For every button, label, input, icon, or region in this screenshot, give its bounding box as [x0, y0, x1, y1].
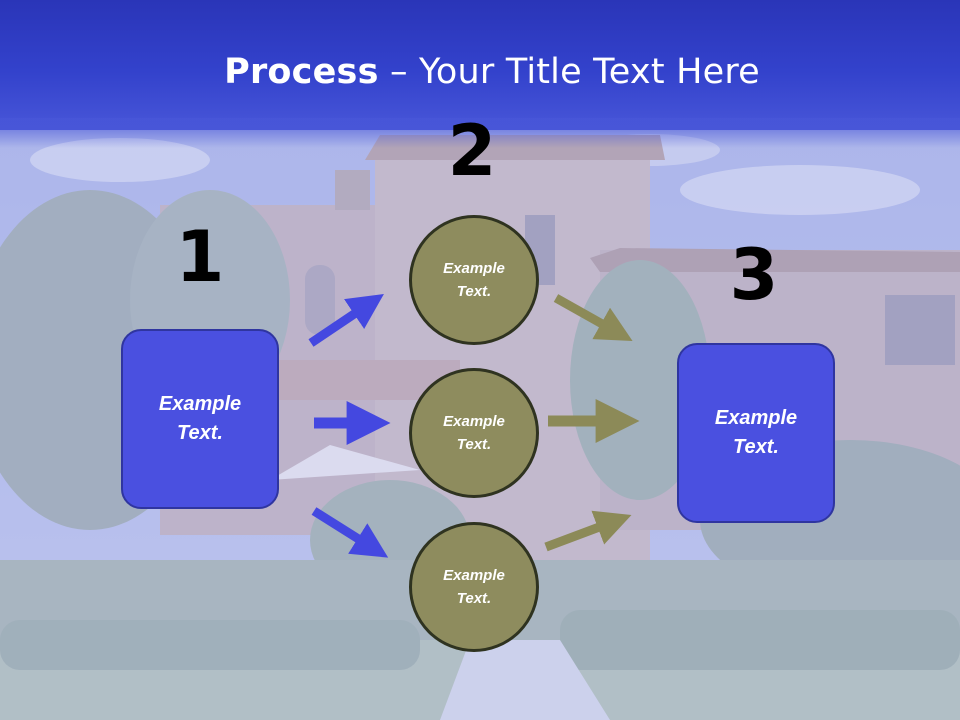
circle-bottom-label-line2: Text.	[456, 590, 492, 607]
arrow-olive-up	[544, 510, 632, 552]
step-3-box: Example Text.	[677, 343, 835, 523]
circle-top-label-line1: Example	[443, 260, 505, 277]
arrow-blue-down	[311, 507, 389, 558]
step-2-circle-top: Example Text.	[409, 215, 539, 345]
slide-title: Process – Your Title Text Here	[0, 52, 960, 92]
step-number-3: 3	[729, 234, 779, 316]
arrow-blue-up	[308, 293, 384, 347]
step-number-2: 2	[447, 110, 497, 192]
circle-top-label-line2: Text.	[456, 283, 492, 300]
step-3-label-line1: Example	[714, 407, 798, 429]
step-2-circle-middle: Example Text.	[409, 368, 539, 498]
step-1-label-line2: Text.	[177, 422, 223, 444]
title-band	[0, 0, 960, 130]
circle-bottom-label-line1: Example	[443, 567, 505, 584]
arrow-olive-down	[553, 294, 633, 342]
circle-middle-label-line1: Example	[443, 413, 505, 430]
title-band-fade	[0, 118, 960, 148]
step-3-label-line2: Text.	[733, 436, 779, 458]
step-1-box: Example Text.	[121, 329, 279, 509]
title-rest: – Your Title Text Here	[378, 52, 760, 92]
step-2-circle-bottom: Example Text.	[409, 522, 539, 652]
circle-middle-label-line2: Text.	[456, 436, 492, 453]
step-1-label-line1: Example	[158, 393, 242, 415]
step-number-1: 1	[175, 216, 225, 298]
title-bold: Process	[224, 52, 379, 92]
